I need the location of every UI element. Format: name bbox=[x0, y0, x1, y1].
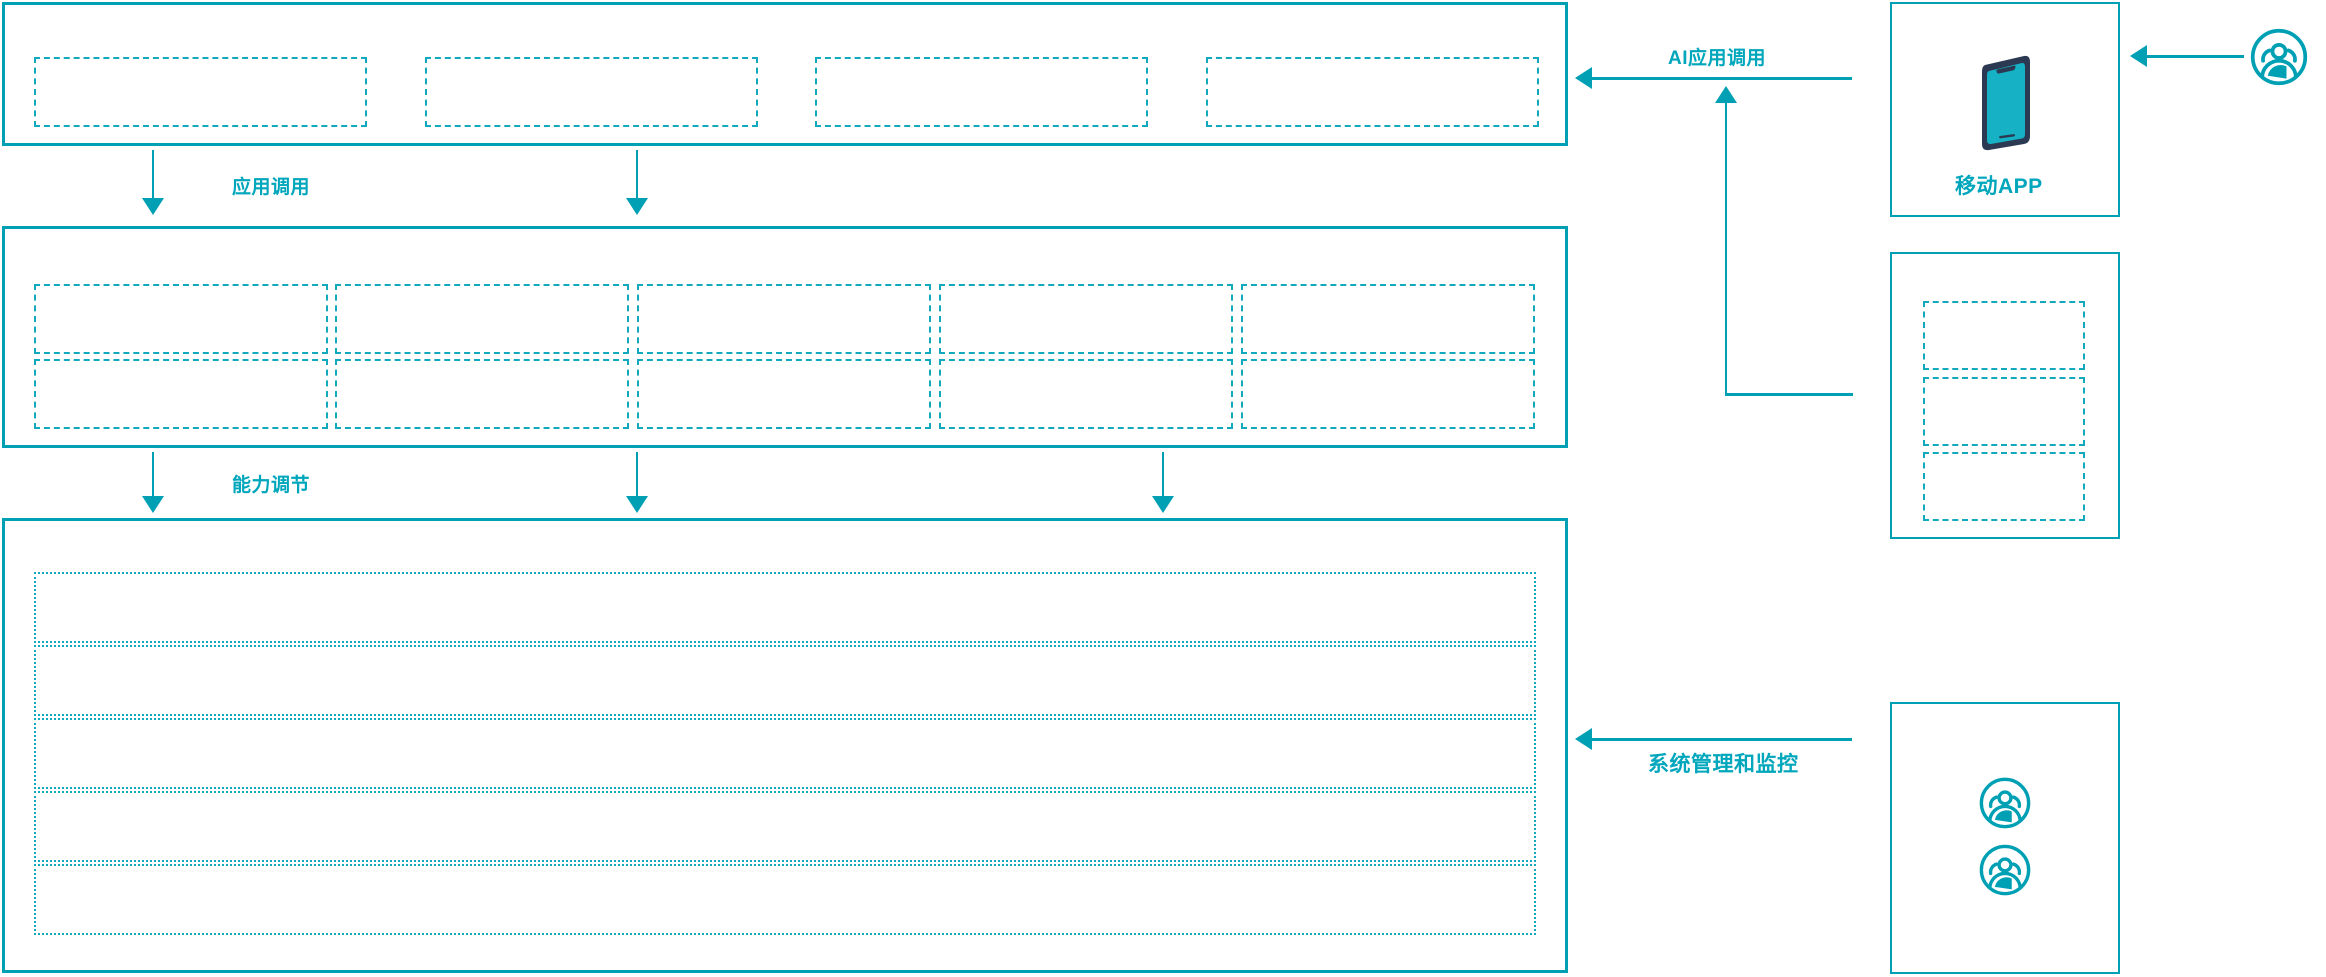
phone-icon bbox=[1972, 52, 2038, 152]
application-layer-panel bbox=[2, 2, 1568, 146]
ai-app-call-line bbox=[1592, 77, 1852, 80]
end-user-to-app-line bbox=[2147, 55, 2244, 58]
plat-row-2[interactable] bbox=[34, 645, 1536, 716]
app-slot-2[interactable] bbox=[425, 57, 758, 127]
cap-2-5[interactable] bbox=[1241, 359, 1535, 429]
ai-app-call-riser-foot bbox=[1725, 393, 1853, 396]
capability-call-line-1 bbox=[152, 452, 154, 498]
platform-layer-panel bbox=[2, 518, 1568, 973]
operator-icon-2 bbox=[1978, 843, 2032, 897]
end-user-to-app-arrowhead bbox=[2130, 45, 2147, 67]
plat-row-1[interactable] bbox=[34, 572, 1536, 643]
cap-1-1[interactable] bbox=[34, 284, 328, 354]
plat-row-5[interactable] bbox=[34, 864, 1536, 935]
channel-slot-3[interactable] bbox=[1923, 452, 2085, 521]
plat-row-4[interactable] bbox=[34, 791, 1536, 862]
system-manage-label: 系统管理和监控 bbox=[1648, 753, 1799, 776]
system-manage-arrowhead bbox=[1575, 728, 1592, 750]
app-call-label: 应用调用 bbox=[232, 177, 311, 198]
capability-call-arrow-1 bbox=[142, 496, 164, 513]
capability-call-arrow-2 bbox=[626, 496, 648, 513]
ai-app-call-riser bbox=[1725, 103, 1727, 396]
app-call-arrow-2 bbox=[626, 198, 648, 215]
channel-slot-2[interactable] bbox=[1923, 377, 2085, 446]
operator-icon-1 bbox=[1978, 776, 2032, 830]
app-call-arrow-1 bbox=[142, 198, 164, 215]
app-slot-3[interactable] bbox=[815, 57, 1148, 127]
capability-call-line-2 bbox=[636, 452, 638, 498]
operations-panel bbox=[1890, 702, 2120, 974]
capability-call-label: 能力调节 bbox=[232, 475, 311, 496]
cap-1-2[interactable] bbox=[335, 284, 629, 354]
ai-app-call-label: AI应用调用 bbox=[1668, 48, 1767, 69]
app-slot-1[interactable] bbox=[34, 57, 367, 127]
mobile-app-caption: 移动APP bbox=[1955, 175, 2043, 198]
capability-layer-panel bbox=[2, 226, 1568, 448]
cap-2-4[interactable] bbox=[939, 359, 1233, 429]
app-slot-4[interactable] bbox=[1206, 57, 1539, 127]
cap-2-3[interactable] bbox=[637, 359, 931, 429]
cap-1-4[interactable] bbox=[939, 284, 1233, 354]
system-manage-line bbox=[1592, 738, 1852, 741]
channel-slot-1[interactable] bbox=[1923, 301, 2085, 370]
users-group-icon bbox=[2249, 27, 2309, 87]
capability-call-arrow-3 bbox=[1152, 496, 1174, 513]
cap-1-5[interactable] bbox=[1241, 284, 1535, 354]
cap-1-3[interactable] bbox=[637, 284, 931, 354]
channel-panel bbox=[1890, 252, 2120, 539]
app-call-line-1 bbox=[152, 150, 154, 202]
ai-app-call-riser-arrowhead bbox=[1715, 86, 1737, 103]
app-call-line-2 bbox=[636, 150, 638, 202]
capability-call-line-3 bbox=[1162, 452, 1164, 498]
cap-2-2[interactable] bbox=[335, 359, 629, 429]
ai-app-call-arrowhead bbox=[1575, 67, 1592, 89]
plat-row-3[interactable] bbox=[34, 718, 1536, 789]
cap-2-1[interactable] bbox=[34, 359, 328, 429]
